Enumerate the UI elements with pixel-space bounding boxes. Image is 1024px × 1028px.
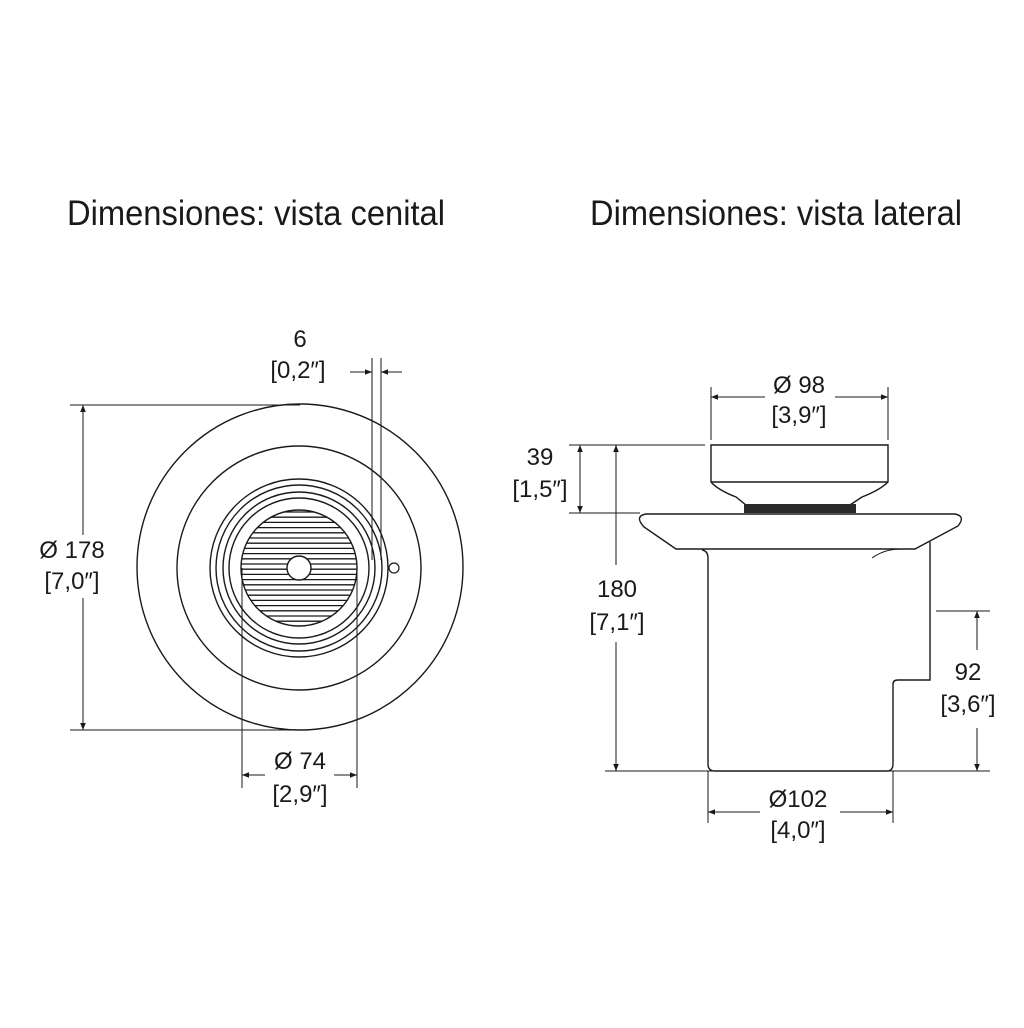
dimension-body-diameter: Ø102 [4,0″] [707, 771, 894, 844]
flange-inner-circle [176, 445, 422, 691]
top-view-title: Dimensiones: vista cenital [67, 194, 445, 233]
side-view-drawing [638, 444, 963, 772]
gap-mm: 6 [293, 326, 306, 353]
side-view-title: Dimensiones: vista lateral [590, 194, 962, 233]
flange [638, 513, 963, 550]
outlet-height-in: [3,6″] [940, 691, 995, 718]
dimension-cap-height: 39 [1,5″] [512, 444, 705, 514]
cap-diameter-mm: Ø 98 [773, 372, 825, 399]
dimension-outer-diameter: Ø 178 [7,0″] [39, 404, 300, 731]
outer-diameter-in: [7,0″] [44, 568, 99, 595]
thread-band [744, 504, 856, 513]
total-height-mm: 180 [597, 576, 637, 603]
ring-circle [222, 491, 376, 645]
ring-circle [209, 478, 389, 658]
cap-height-in: [1,5″] [512, 476, 567, 503]
outlet-height-mm: 92 [955, 659, 982, 686]
body-diameter-mm: Ø102 [769, 786, 828, 813]
dimension-cap-diameter: Ø 98 [3,9″] [710, 372, 889, 440]
dimension-outlet-height: 92 [3,6″] [936, 610, 996, 771]
cap [710, 444, 889, 506]
dimension-grate-diameter: Ø 74 [2,9″] [241, 568, 358, 808]
gap-in: [0,2″] [270, 357, 325, 384]
center-hole [286, 555, 312, 581]
grate-diameter-mm: Ø 74 [274, 748, 326, 775]
body-diameter-in: [4,0″] [770, 817, 825, 844]
tab-bump [388, 562, 400, 574]
top-view-drawing [136, 403, 464, 731]
cap-height-mm: 39 [527, 444, 554, 471]
dimension-gap: 6 [0,2″] [270, 326, 402, 560]
cap-diameter-in: [3,9″] [771, 402, 826, 429]
dimension-total-height: 180 [7,1″] [589, 445, 990, 772]
body-edge [871, 548, 901, 559]
ring-circle [215, 484, 383, 652]
body [701, 542, 931, 772]
total-height-in: [7,1″] [589, 609, 644, 636]
grate-diameter-in: [2,9″] [272, 781, 327, 808]
ring-circle [228, 497, 370, 639]
outer-diameter-mm: Ø 178 [39, 537, 104, 564]
